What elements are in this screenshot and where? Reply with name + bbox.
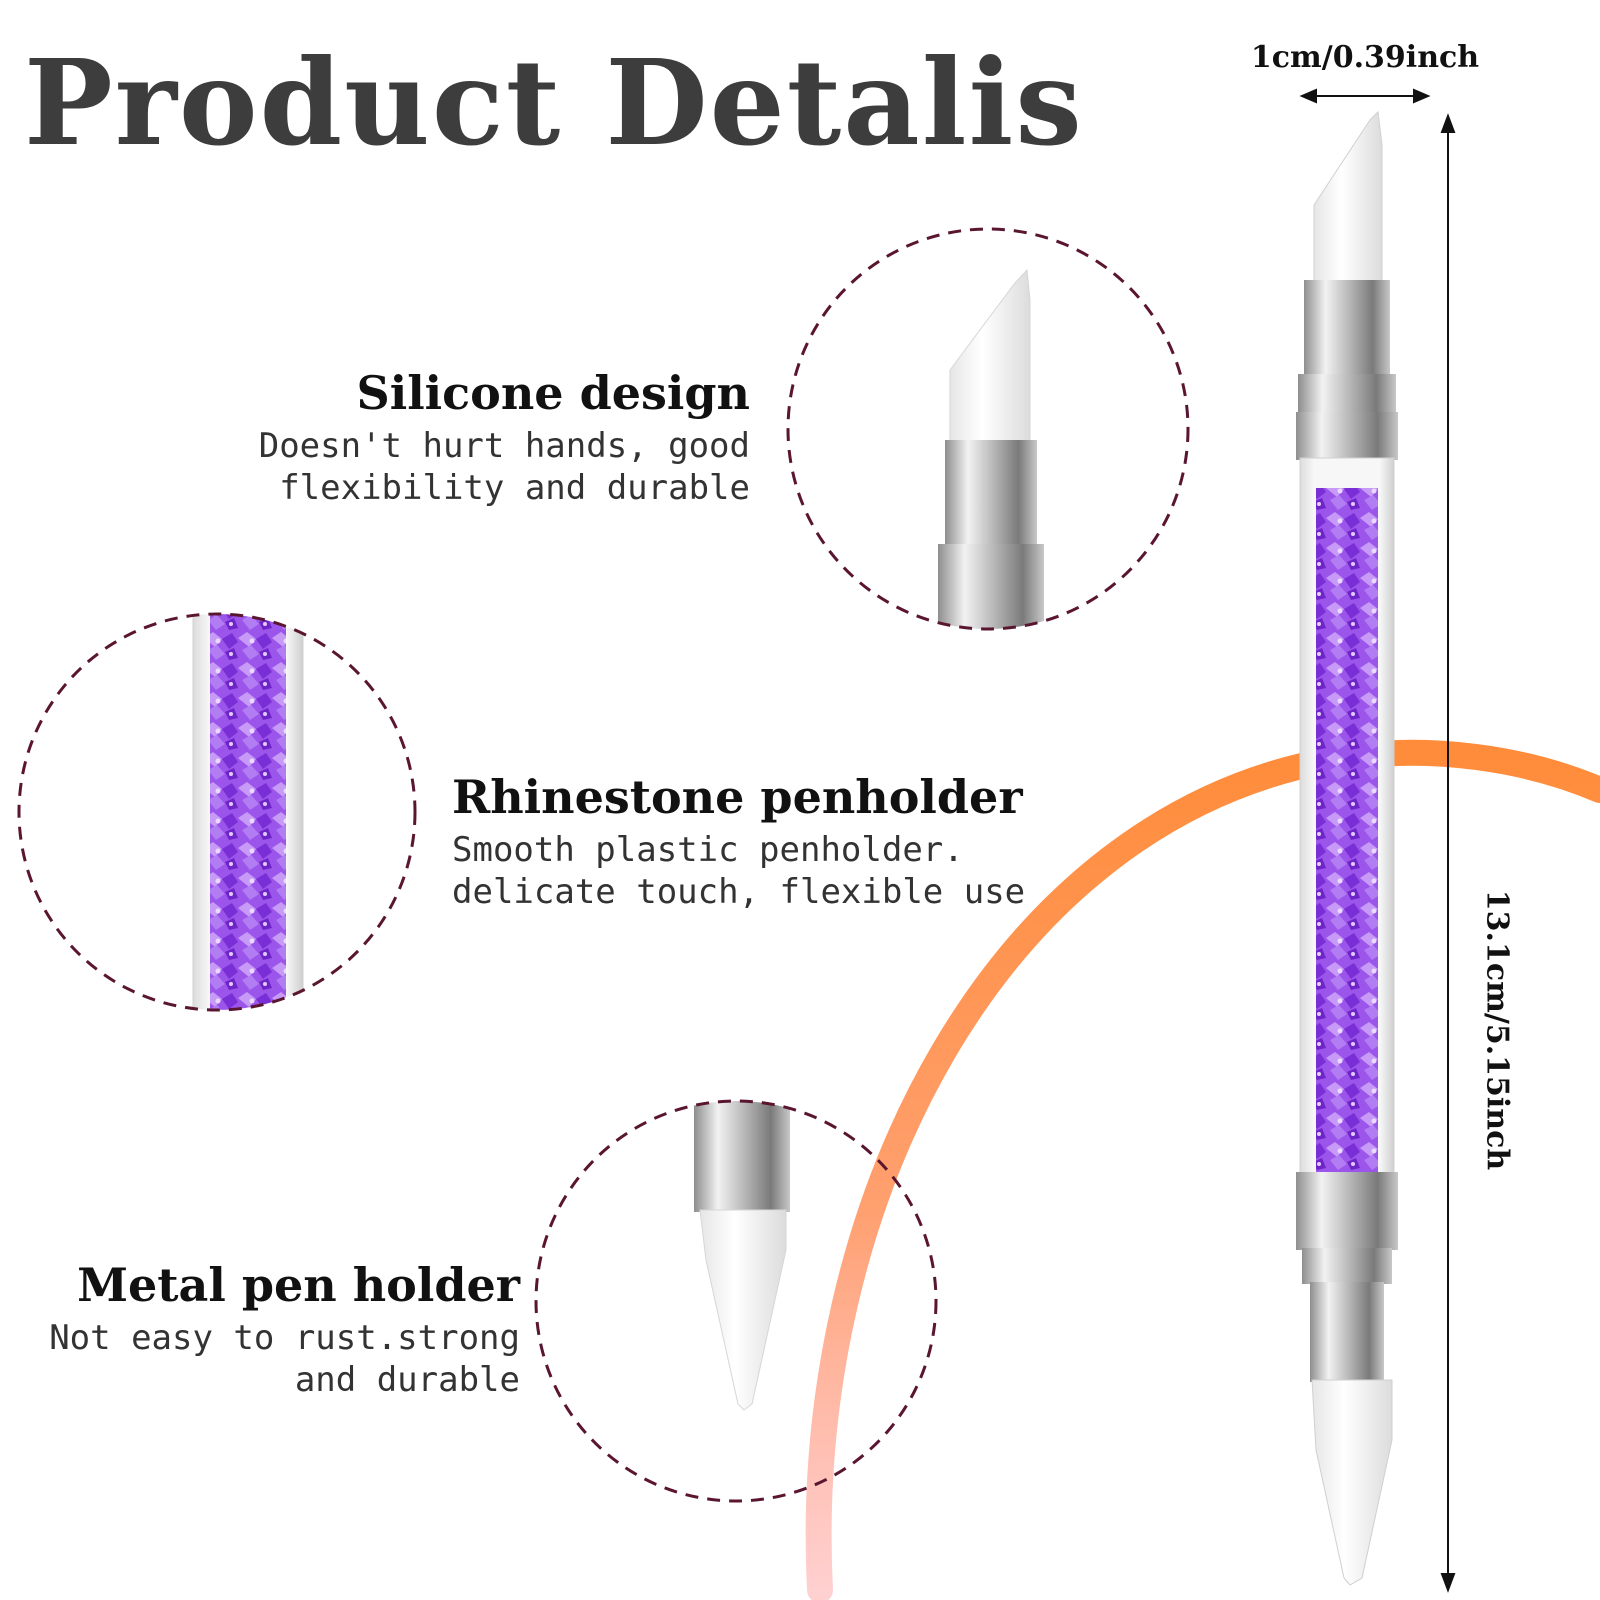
rhinestone-grip-icon [17, 612, 417, 1012]
feature-metal: Metal pen holder Not easy to rust.strong… [49, 1260, 520, 1401]
feature-desc-line: Doesn't hurt hands, good [258, 425, 750, 466]
page-title: Product Detalis [24, 33, 1084, 172]
decorative-arc [805, 739, 1600, 1600]
feature-title: Rhinestone penholder [452, 770, 1023, 824]
nail-tool-pen-icon [1296, 110, 1398, 1586]
feature-silicone: Silicone design Doesn't hurt hands, good… [259, 368, 750, 509]
feature-desc-line: delicate touch, flexible use [452, 871, 1026, 912]
length-label: 13.1cm/5.15inch [1479, 889, 1515, 1171]
feature-title: Metal pen holder [77, 1258, 520, 1312]
metal-cone-tip-icon [534, 1099, 938, 1503]
width-label: 1cm/0.39inch [1250, 40, 1480, 75]
feature-desc-line: and durable [294, 1359, 520, 1400]
silicone-tip-detail [786, 227, 1190, 631]
length-dimension-arrow [1440, 113, 1456, 1593]
feature-desc-line: Not easy to rust.strong [49, 1317, 520, 1358]
feature-desc-line: flexibility and durable [279, 467, 750, 508]
feature-title: Silicone design [356, 366, 750, 420]
feature-desc-line: Smooth plastic penholder. [452, 829, 964, 870]
feature-rhinestone: Rhinestone penholder Smooth plastic penh… [452, 772, 1025, 913]
width-dimension-arrow [1299, 88, 1431, 104]
